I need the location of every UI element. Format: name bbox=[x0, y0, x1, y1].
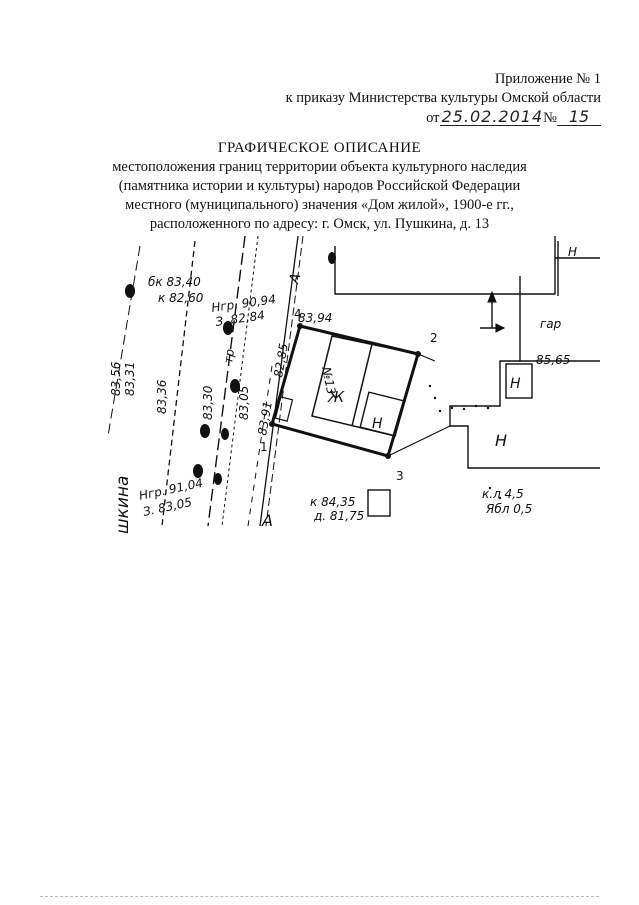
label-kl: к.л 4,5 bbox=[482, 487, 524, 501]
title-line-1: местоположения границ территории объекта… bbox=[112, 159, 527, 175]
label-street: шкина bbox=[113, 476, 133, 534]
label-n-building: №13 bbox=[319, 365, 339, 396]
label-bk: бк 83,40 bbox=[148, 275, 201, 289]
label-ybl: Ябл 0,5 bbox=[485, 502, 532, 516]
handwritten-number: 15 bbox=[557, 108, 601, 126]
date-prefix: от bbox=[426, 110, 440, 126]
street-lines bbox=[107, 236, 304, 527]
small-building bbox=[367, 489, 391, 517]
label-elev-right: 85,65 bbox=[536, 353, 570, 367]
label-k-top: 83,94 bbox=[298, 311, 332, 325]
title-line-2: (памятника истории и культуры) народов Р… bbox=[118, 178, 521, 194]
label-k-bottom: к 84,35 bbox=[310, 495, 355, 509]
number-prefix: № bbox=[543, 110, 557, 126]
label-v5: 83,05 bbox=[237, 386, 251, 420]
title-line-3: местного (муниципального) значения «Дом … bbox=[125, 197, 514, 213]
label-k1: к 82,60 bbox=[158, 291, 204, 305]
site-plan-map: бк 83,40 к 82,60 Нгр. 90,94 З. 82,84 Нгр… bbox=[100, 236, 600, 536]
label-z1: З. 82,84 bbox=[214, 308, 265, 329]
label-v7: 82,85 bbox=[271, 342, 291, 378]
label-gar: гар bbox=[540, 317, 562, 331]
label-v1: 83,56 bbox=[109, 361, 123, 396]
point-1: 1 bbox=[260, 440, 268, 454]
label-v4: 83,30 bbox=[201, 385, 215, 420]
label-zh: Ж bbox=[327, 388, 345, 406]
appendix-label: Приложение № 1 bbox=[494, 71, 601, 87]
title-line-4: расположенного по адресу: г. Омск, ул. П… bbox=[149, 216, 490, 232]
handwritten-date: 25.02.2014 bbox=[439, 107, 544, 126]
title-block: ГРАФИЧЕСКОЕ ОПИСАНИЕ местоположения гран… bbox=[0, 138, 639, 234]
point-3: 3 bbox=[396, 469, 404, 483]
order-label: к приказу Министерства культуры Омской о… bbox=[285, 90, 601, 106]
site-plan-drawing: бк 83,40 к 82,60 Нгр. 90,94 З. 82,84 Нгр… bbox=[107, 236, 600, 534]
document-title: ГРАФИЧЕСКОЕ ОПИСАНИЕ bbox=[217, 140, 422, 156]
north-arrow bbox=[480, 290, 506, 333]
label-tr: тр bbox=[221, 348, 237, 365]
point-4: 4 bbox=[294, 307, 302, 321]
tree-symbols bbox=[125, 252, 336, 485]
label-n1: Н bbox=[372, 416, 383, 432]
label-d-bottom: д. 81,75 bbox=[313, 509, 364, 523]
neighbor-buildings bbox=[334, 236, 600, 469]
parcel-boundary bbox=[269, 323, 451, 459]
map-labels: бк 83,40 к 82,60 Нгр. 90,94 З. 82,84 Нгр… bbox=[109, 245, 577, 534]
page-bottom-rule bbox=[40, 896, 599, 897]
boundary-point-numbers: 1 2 3 4 bbox=[260, 307, 438, 483]
fence-dots bbox=[428, 384, 502, 500]
label-h-top: Н bbox=[568, 245, 577, 259]
point-2: 2 bbox=[430, 331, 438, 345]
label-v2: 83,31 bbox=[123, 362, 137, 396]
label-n3: Н bbox=[495, 431, 507, 450]
label-v6: 83,91 bbox=[255, 400, 275, 436]
label-n2: Н bbox=[510, 376, 521, 392]
label-a1: А bbox=[261, 511, 273, 530]
label-v3: 83,36 bbox=[155, 379, 169, 414]
header-block: Приложение № 1 к приказу Министерства ку… bbox=[286, 70, 601, 128]
label-a2: А bbox=[286, 272, 304, 286]
